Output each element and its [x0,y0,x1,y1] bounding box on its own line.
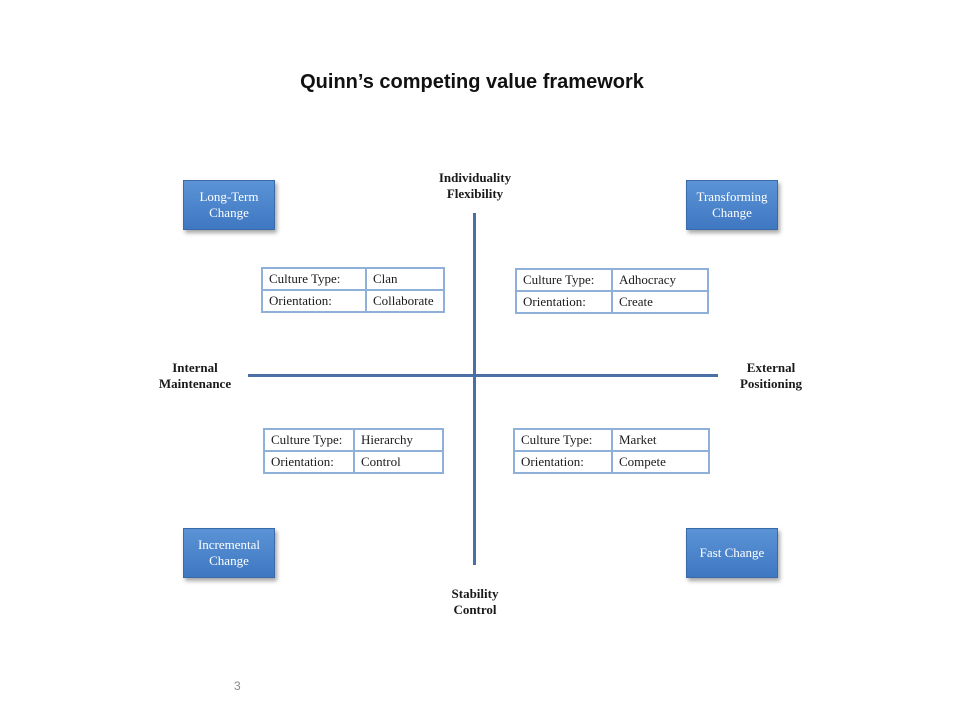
change-box-transforming: Transforming Change [686,180,778,230]
culture-table-hierarchy: Culture Type: Hierarchy Orientation: Con… [263,428,444,474]
culture-table-market: Culture Type: Market Orientation: Compet… [513,428,710,474]
change-box-transforming-line1: Transforming [696,189,768,204]
axis-label-top-line2: Flexibility [446,186,504,201]
culture-type-label: Culture Type: [263,428,355,452]
change-box-transforming-line2: Change [712,205,752,220]
culture-table-adhocracy: Culture Type: Adhocracy Orientation: Cre… [515,268,709,314]
orientation-row: Orientation: Control [263,450,444,474]
orientation-value: Compete [611,450,710,474]
culture-type-label: Culture Type: [515,268,613,292]
change-box-long-term-line2: Change [209,205,249,220]
orientation-value: Collaborate [365,289,445,313]
orientation-row: Orientation: Create [515,290,709,314]
vertical-axis [473,213,476,565]
culture-type-value: Clan [365,267,445,291]
culture-type-value: Hierarchy [353,428,444,452]
change-box-fast-label: Fast Change [699,545,765,560]
horizontal-axis [248,374,718,377]
orientation-row: Orientation: Collaborate [261,289,445,313]
culture-row: Culture Type: Hierarchy [263,428,444,452]
culture-row: Culture Type: Market [513,428,710,452]
axis-label-top: Individuality Flexibility [420,170,530,202]
axis-label-left-line2: Maintenance [158,376,232,391]
orientation-label: Orientation: [263,450,355,474]
axis-label-left: Internal Maintenance [140,360,250,392]
axis-label-bottom: Stability Control [420,586,530,618]
change-box-long-term: Long-Term Change [183,180,275,230]
change-box-long-term-line1: Long-Term [199,189,259,204]
axis-label-top-line1: Individuality [438,170,512,185]
culture-row: Culture Type: Clan [261,267,445,291]
axis-label-bottom-line2: Control [453,602,497,617]
axis-label-right-line1: External [746,360,796,375]
culture-type-value: Market [611,428,710,452]
orientation-label: Orientation: [515,290,613,314]
page-number: 3 [234,679,241,693]
slide-title: Quinn’s competing value framework [300,71,644,93]
axis-label-right-line2: Positioning [739,376,803,391]
orientation-row: Orientation: Compete [513,450,710,474]
culture-type-label: Culture Type: [261,267,367,291]
culture-table-clan: Culture Type: Clan Orientation: Collabor… [261,267,445,313]
orientation-label: Orientation: [261,289,367,313]
axis-label-left-line1: Internal [172,360,218,375]
orientation-value: Create [611,290,709,314]
culture-type-label: Culture Type: [513,428,613,452]
culture-type-value: Adhocracy [611,268,709,292]
change-box-incremental: Incremental Change [183,528,275,578]
axis-label-right: External Positioning [716,360,826,392]
orientation-label: Orientation: [513,450,613,474]
orientation-value: Control [353,450,444,474]
axis-label-bottom-line1: Stability [451,586,499,601]
change-box-incremental-line2: Change [209,553,249,568]
change-box-fast: Fast Change [686,528,778,578]
change-box-incremental-line1: Incremental [197,537,261,552]
culture-row: Culture Type: Adhocracy [515,268,709,292]
